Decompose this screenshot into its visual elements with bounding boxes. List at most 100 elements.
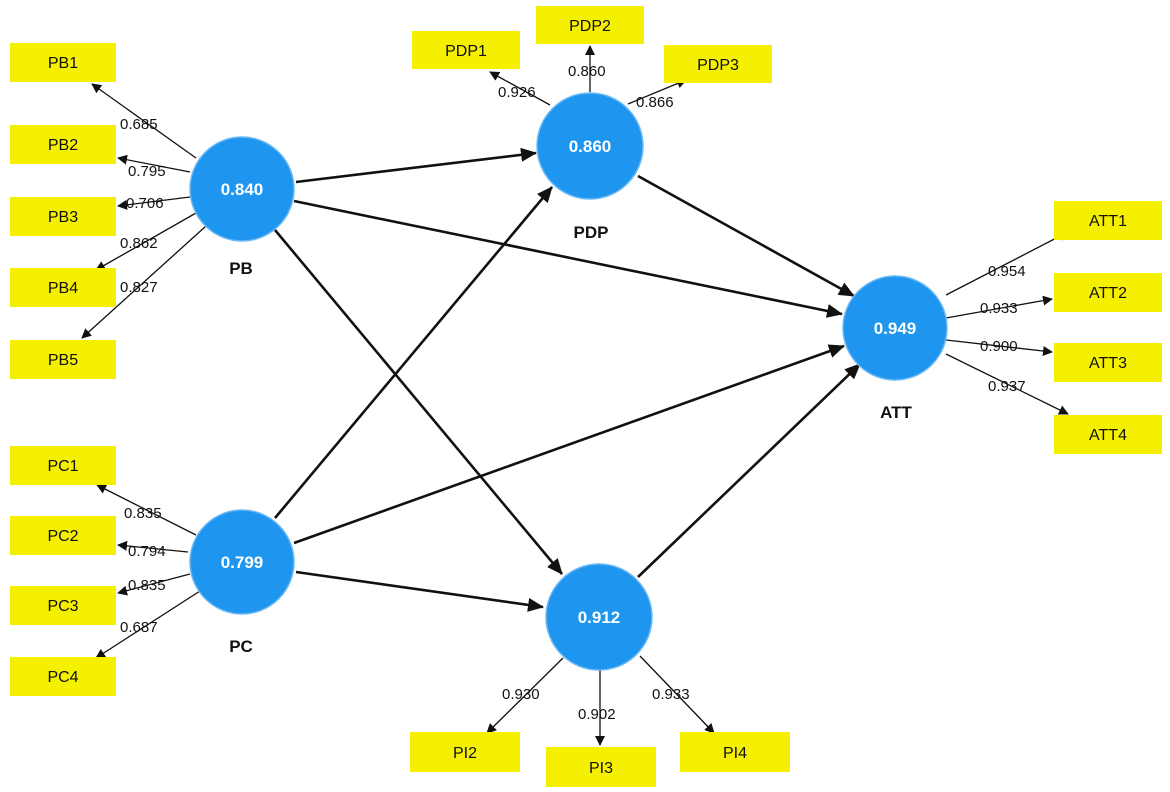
indicator-att4[interactable]: ATT4 (1054, 415, 1162, 454)
svg-text:PB2: PB2 (48, 137, 78, 154)
construct-pc[interactable]: 0.799 (189, 509, 295, 615)
loading-pdp1: 0.926 (498, 84, 536, 101)
loading-values: 0.685 0.795 0.706 0.862 0.827 0.835 0.79… (120, 63, 1026, 723)
loading-pb3: 0.706 (126, 195, 164, 212)
arrow-att1 (945, 231, 1069, 296)
indicator-pb2[interactable]: PB2 (10, 125, 116, 164)
svg-text:PB1: PB1 (48, 55, 78, 72)
arrow-att3 (945, 339, 1053, 356)
arrow-pb4 (95, 212, 197, 271)
arrow-pdp1 (489, 71, 551, 106)
construct-pb[interactable]: 0.840 (189, 136, 295, 242)
indicator-pb3[interactable]: PB3 (10, 197, 116, 236)
indicator-pc3[interactable]: PC3 (10, 586, 116, 625)
loading-att2: 0.933 (980, 300, 1018, 317)
construct-pdp[interactable]: 0.860 (536, 92, 644, 200)
path-pi-att (637, 363, 861, 578)
svg-text:ATT2: ATT2 (1089, 285, 1127, 302)
indicator-pi4[interactable]: PI4 (680, 732, 790, 772)
indicators: PB1 PB2 PB3 PB4 PB5 PC1 PC2 PC3 PC4 PDP1… (10, 6, 1162, 787)
loading-att1: 0.954 (988, 263, 1026, 280)
svg-text:PDP2: PDP2 (569, 18, 611, 35)
loading-att4: 0.937 (988, 378, 1026, 395)
path-pb-att (293, 199, 843, 318)
svg-text:PB4: PB4 (48, 280, 78, 297)
indicator-pdp3[interactable]: PDP3 (664, 45, 772, 83)
path-pc-att (293, 344, 845, 545)
path-pb-pdp (295, 147, 537, 184)
arrow-pb1 (91, 83, 197, 159)
arrow-pb3 (117, 196, 191, 210)
svg-text:PC4: PC4 (47, 669, 78, 686)
loading-pi2: 0.930 (502, 686, 540, 703)
arrow-pc2 (117, 540, 189, 553)
indicator-att2[interactable]: ATT2 (1054, 273, 1162, 312)
arrow-pdp3 (627, 78, 687, 105)
loading-pb2: 0.795 (128, 163, 166, 180)
svg-text:PC1: PC1 (47, 458, 78, 475)
construct-pb-r2: 0.840 (221, 180, 264, 199)
svg-text:PB5: PB5 (48, 352, 78, 369)
indicator-pdp1[interactable]: PDP1 (412, 31, 520, 69)
svg-text:PC2: PC2 (47, 528, 78, 545)
indicator-pb5[interactable]: PB5 (10, 340, 116, 379)
svg-text:ATT1: ATT1 (1089, 213, 1127, 230)
indicator-att3[interactable]: ATT3 (1054, 343, 1162, 382)
path-pc-pi (295, 570, 544, 612)
construct-pi-r2: 0.912 (578, 608, 621, 627)
construct-att[interactable]: 0.949 (842, 275, 948, 381)
structural-paths (274, 147, 861, 612)
loading-pi3: 0.902 (578, 706, 616, 723)
loading-pb4: 0.862 (120, 235, 158, 252)
construct-pb-label: PB (229, 259, 253, 278)
construct-att-label: ATT (880, 403, 912, 422)
arrow-pb5 (81, 225, 207, 339)
loading-pi4: 0.933 (652, 686, 690, 703)
svg-text:ATT3: ATT3 (1089, 355, 1127, 372)
indicator-pb4[interactable]: PB4 (10, 268, 116, 307)
loading-pc1: 0.835 (124, 505, 162, 522)
indicator-pdp2[interactable]: PDP2 (536, 6, 644, 44)
svg-text:PC3: PC3 (47, 598, 78, 615)
construct-pc-label: PC (229, 637, 253, 656)
indicator-pi3[interactable]: PI3 (546, 747, 656, 787)
indicator-pc2[interactable]: PC2 (10, 516, 116, 555)
arrow-att4 (945, 353, 1069, 415)
constructs: 0.840 PB 0.799 PC 0.860 PDP 0.912 0.949 … (189, 92, 948, 671)
arrow-pc4 (95, 590, 201, 659)
loading-pdp2: 0.860 (568, 63, 606, 80)
path-pdp-att (637, 174, 855, 298)
indicator-pc4[interactable]: PC4 (10, 657, 116, 696)
construct-pi[interactable]: 0.912 (545, 563, 653, 671)
arrow-pc3 (117, 573, 191, 596)
svg-text:ATT4: ATT4 (1089, 427, 1127, 444)
construct-pdp-label: PDP (574, 223, 609, 242)
loading-att3: 0.900 (980, 338, 1018, 355)
svg-text:PB3: PB3 (48, 209, 78, 226)
path-pb-pi (274, 229, 563, 575)
loading-pc4: 0.687 (120, 619, 158, 636)
indicator-pc1[interactable]: PC1 (10, 446, 116, 485)
loading-pb5: 0.827 (120, 279, 158, 296)
svg-text:PI2: PI2 (453, 745, 477, 762)
arrow-pi2 (486, 657, 564, 734)
loading-arrows (81, 45, 1069, 746)
svg-text:PDP1: PDP1 (445, 43, 487, 60)
arrow-pi4 (639, 655, 715, 734)
loading-pc3: 0.835 (128, 577, 166, 594)
arrow-pb2 (117, 154, 191, 173)
arrow-pc1 (96, 484, 197, 536)
loading-pc2: 0.794 (128, 543, 166, 560)
loading-pb1: 0.685 (120, 116, 158, 133)
indicator-pi2[interactable]: PI2 (410, 732, 520, 772)
indicator-att1[interactable]: ATT1 (1054, 201, 1162, 240)
svg-text:PI3: PI3 (589, 760, 613, 777)
construct-pdp-r2: 0.860 (569, 137, 612, 156)
path-pc-pdp (274, 186, 553, 519)
loading-pdp3: 0.866 (636, 94, 674, 111)
indicator-pb1[interactable]: PB1 (10, 43, 116, 82)
construct-pc-r2: 0.799 (221, 553, 264, 572)
svg-text:PI4: PI4 (723, 745, 747, 762)
arrow-att2 (945, 295, 1053, 319)
